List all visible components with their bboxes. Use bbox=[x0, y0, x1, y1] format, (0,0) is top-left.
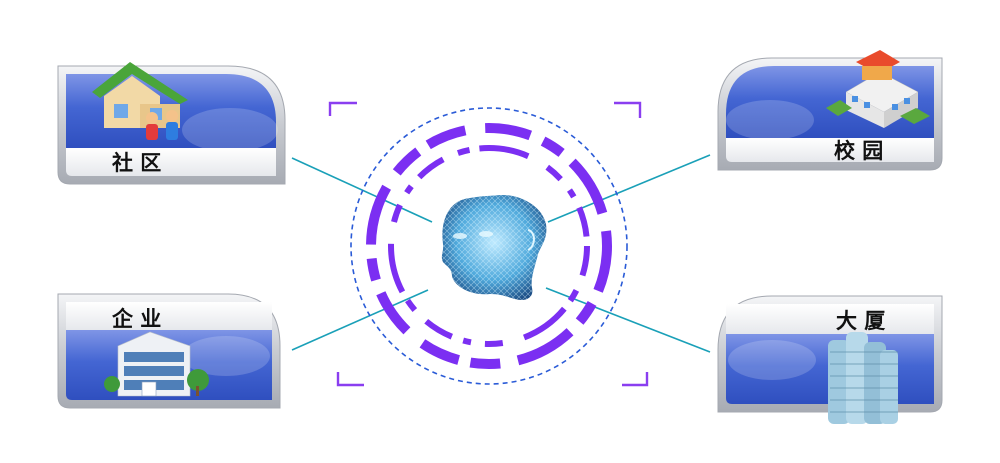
bracket-bottom-left bbox=[336, 372, 364, 387]
bracket-top-right bbox=[614, 101, 642, 118]
connector-campus bbox=[547, 154, 711, 223]
bracket-bottom-right bbox=[622, 372, 649, 387]
card-community[interactable]: 社 区 bbox=[57, 62, 286, 185]
inner-segment-ring bbox=[388, 145, 590, 347]
office-building-icon bbox=[104, 331, 209, 397]
middle-segment-ring bbox=[366, 123, 612, 369]
connector-enterprise bbox=[291, 289, 429, 351]
house-with-people-icon bbox=[92, 62, 188, 140]
card-community-label: 社 区 bbox=[111, 151, 161, 175]
scanner-rings bbox=[350, 107, 628, 385]
card-enterprise[interactable]: 企 业 bbox=[57, 293, 281, 409]
bracket-top-left bbox=[328, 101, 357, 116]
focus-brackets bbox=[328, 101, 649, 387]
card-campus[interactable]: 校 园 bbox=[717, 50, 943, 171]
outer-dashed-ring bbox=[350, 107, 628, 385]
school-building-icon bbox=[826, 50, 930, 128]
card-campus-label: 校 园 bbox=[834, 139, 883, 163]
card-tower[interactable]: 大 厦 bbox=[717, 295, 943, 424]
skyscraper-icon bbox=[828, 332, 898, 424]
card-enterprise-label: 企 业 bbox=[111, 307, 161, 331]
face-scan-icon bbox=[441, 194, 547, 300]
card-tower-label: 大 厦 bbox=[836, 309, 885, 333]
